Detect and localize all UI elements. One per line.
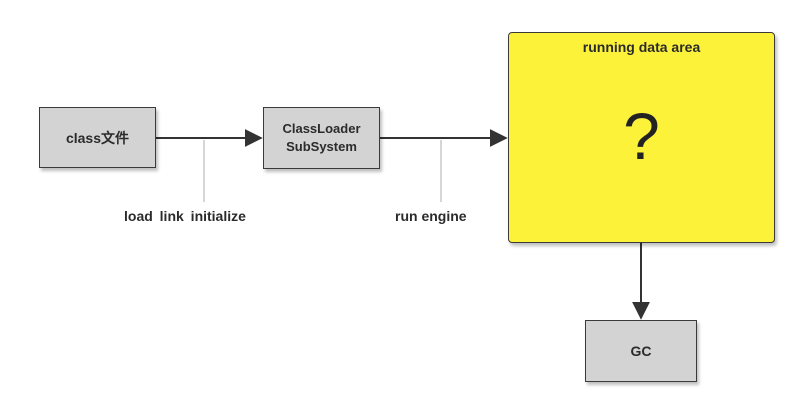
gc-label: GC <box>630 343 652 359</box>
question-mark: ? <box>623 99 660 173</box>
load-link-initialize-label: load link initialize <box>124 208 246 224</box>
classloader-label-line2: SubSystem <box>286 139 357 154</box>
gc-node: GC <box>585 320 697 382</box>
running-data-area-node: running data area ? <box>508 32 775 243</box>
class-file-node: class文件 <box>39 107 156 168</box>
run-engine-label: run engine <box>395 208 467 224</box>
classloader-subsystem-node: ClassLoader SubSystem <box>263 107 380 169</box>
class-file-label: class文件 <box>65 129 130 146</box>
classloader-label-line1: ClassLoader <box>282 121 361 136</box>
running-data-area-title: running data area <box>582 39 701 55</box>
